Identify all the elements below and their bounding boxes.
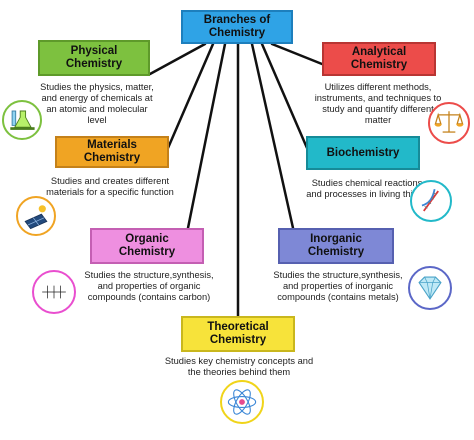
physical-chemistry-description: Studies the physics, matter, and energy … xyxy=(40,82,154,125)
physical-chemistry-box: Physical Chemistry xyxy=(38,40,150,76)
biochemistry-description: Studies chemical reactions and processes… xyxy=(306,178,428,199)
connector-physical xyxy=(148,42,207,76)
root-node: Branches of Chemistry xyxy=(181,10,293,44)
hydrocarbon-structure-icon xyxy=(32,270,76,314)
diamond-icon xyxy=(408,266,452,310)
analytical-chemistry-box: Analytical Chemistry xyxy=(322,42,436,76)
analytical-chemistry-description: Utilizes different methods, instruments,… xyxy=(314,82,442,125)
atom-icon xyxy=(220,380,264,424)
theoretical-chemistry-description: Studies key chemistry concepts and the t… xyxy=(164,356,314,377)
dna-icon xyxy=(410,180,452,222)
inorganic-chemistry-box: Inorganic Chemistry xyxy=(278,228,394,264)
materials-chemistry-description: Studies and creates different materials … xyxy=(46,176,174,197)
connector-analytical xyxy=(270,42,324,66)
biochemistry-box: Biochemistry xyxy=(306,136,420,170)
organic-chemistry-box: Organic Chemistry xyxy=(90,228,204,264)
solar-panel-icon xyxy=(16,196,56,236)
inorganic-chemistry-description: Studies the structure,synthesis, and pro… xyxy=(273,270,403,302)
connector-organic xyxy=(186,42,227,230)
connector-biochem xyxy=(260,42,309,150)
organic-chemistry-description: Studies the structure,synthesis, and pro… xyxy=(84,270,214,302)
connector-inorganic xyxy=(250,42,295,230)
connector-materials xyxy=(166,42,215,150)
lab-flask-icon xyxy=(2,100,42,140)
materials-chemistry-box: Materials Chemistry xyxy=(55,136,169,168)
theoretical-chemistry-box: Theoretical Chemistry xyxy=(181,316,295,352)
balance-scale-icon xyxy=(428,102,470,144)
